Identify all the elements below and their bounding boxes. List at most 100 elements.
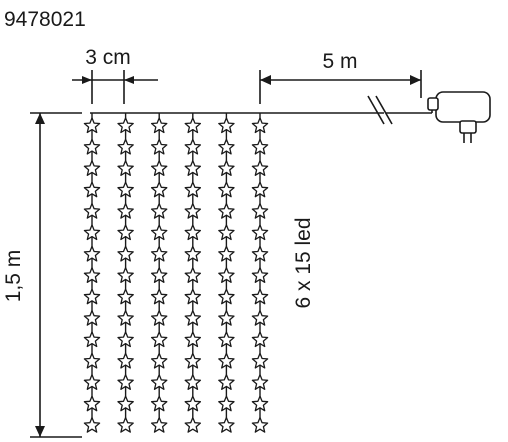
star-icon	[251, 224, 269, 241]
star-icon	[184, 224, 202, 241]
star-icon	[218, 288, 235, 305]
spacing-dimension	[72, 70, 158, 104]
star-icon	[218, 117, 235, 134]
star-icon	[184, 267, 202, 283]
star-icon	[150, 160, 168, 176]
star-icon	[150, 352, 168, 369]
lead-cable-label: 5 m	[322, 50, 357, 73]
star-icon	[117, 352, 134, 369]
star-icon	[251, 181, 269, 198]
star-icon	[83, 331, 101, 348]
star-icon	[83, 181, 101, 198]
star-icon	[83, 395, 101, 412]
star-icon	[117, 117, 134, 134]
star-icon	[251, 202, 269, 219]
star-icon	[251, 160, 269, 176]
star-icon	[117, 181, 134, 198]
star-icon	[218, 224, 235, 241]
star-icon	[251, 138, 269, 155]
star-icon	[218, 160, 235, 176]
power-adapter-icon	[427, 91, 491, 143]
star-icon	[251, 245, 269, 262]
height-dimension	[30, 112, 82, 438]
star-icon	[251, 288, 269, 305]
star-icon	[218, 202, 235, 219]
star-icon	[150, 224, 168, 241]
star-icon	[83, 352, 101, 369]
star-icon	[117, 395, 134, 412]
star-icon	[150, 374, 168, 390]
star-icon	[150, 202, 168, 219]
star-icon	[218, 267, 235, 283]
star-icon	[83, 309, 101, 326]
star-icon	[184, 117, 202, 134]
star-icon	[150, 288, 168, 305]
star-icon	[150, 245, 168, 262]
star-icon	[218, 374, 235, 390]
star-icon	[218, 138, 235, 155]
star-icon	[251, 416, 269, 433]
star-icon	[184, 288, 202, 305]
star-icon	[83, 202, 101, 219]
star-icon	[184, 181, 202, 198]
star-icon	[117, 160, 134, 176]
star-icon	[117, 202, 134, 219]
star-icon	[184, 202, 202, 219]
star-icon	[251, 267, 269, 283]
star-icon	[150, 267, 168, 283]
star-icon	[184, 309, 202, 326]
star-icon	[117, 309, 134, 326]
star-icon	[184, 416, 202, 433]
star-icon	[117, 374, 134, 390]
cable-break-icon	[367, 95, 393, 125]
star-icon	[218, 331, 235, 348]
star-icon	[83, 288, 101, 305]
star-icon	[150, 138, 168, 155]
star-icon	[184, 374, 202, 390]
star-icon	[117, 331, 134, 348]
star-icon	[150, 416, 168, 433]
star-icon	[117, 245, 134, 262]
star-icon	[218, 352, 235, 369]
height-label: 1,5 m	[2, 250, 25, 303]
star-icon	[150, 117, 168, 134]
led-strands	[83, 113, 269, 433]
star-icon	[251, 352, 269, 369]
led-count-label: 6 x 15 led	[292, 217, 315, 308]
star-icon	[184, 138, 202, 155]
star-icon	[251, 309, 269, 326]
star-icon	[117, 138, 134, 155]
star-icon	[218, 245, 235, 262]
star-icon	[184, 352, 202, 369]
star-icon	[117, 416, 134, 433]
star-icon	[117, 288, 134, 305]
star-icon	[83, 374, 101, 390]
star-icon	[218, 181, 235, 198]
star-icon	[83, 117, 101, 134]
star-icon	[150, 309, 168, 326]
star-icon	[83, 416, 101, 433]
star-icon	[184, 395, 202, 412]
star-icon	[184, 245, 202, 262]
star-icon	[83, 267, 101, 283]
star-icon	[83, 138, 101, 155]
star-icon	[117, 267, 134, 283]
star-icon	[150, 331, 168, 348]
star-icon	[251, 331, 269, 348]
star-icon	[83, 224, 101, 241]
star-icon	[184, 331, 202, 348]
star-icon	[83, 245, 101, 262]
star-icon	[184, 160, 202, 176]
star-icon	[251, 395, 269, 412]
star-icon	[150, 395, 168, 412]
star-icon	[251, 117, 269, 134]
star-icon	[150, 181, 168, 198]
star-icon	[218, 395, 235, 412]
star-icon	[251, 374, 269, 390]
star-icon	[218, 416, 235, 433]
star-icon	[83, 160, 101, 176]
star-icon	[117, 224, 134, 241]
star-icon	[218, 309, 235, 326]
lead-cable-dimension	[259, 70, 422, 104]
